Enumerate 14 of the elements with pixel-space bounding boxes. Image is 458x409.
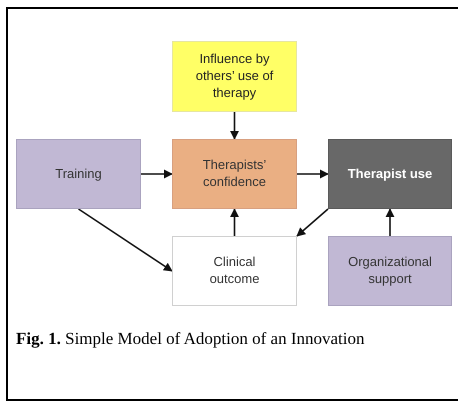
- arrow: [141, 170, 173, 178]
- arrow: [386, 208, 394, 236]
- process-box: Therapists’ confidence: [172, 139, 297, 209]
- process-box: Training: [16, 139, 141, 209]
- arrow: [230, 112, 239, 140]
- process-box: Influence by others’ use of therapy: [172, 41, 297, 112]
- process-box: Clinical outcome: [172, 236, 297, 306]
- arrow: [230, 208, 239, 236]
- process-box: Organizational support: [328, 236, 452, 306]
- arrow: [296, 208, 329, 237]
- process-box: Therapist use: [328, 139, 452, 209]
- arrow: [78, 208, 173, 272]
- figure-caption: Fig. 1. Simple Model of Adoption of an Innovation: [16, 328, 366, 350]
- arrow: [297, 170, 329, 178]
